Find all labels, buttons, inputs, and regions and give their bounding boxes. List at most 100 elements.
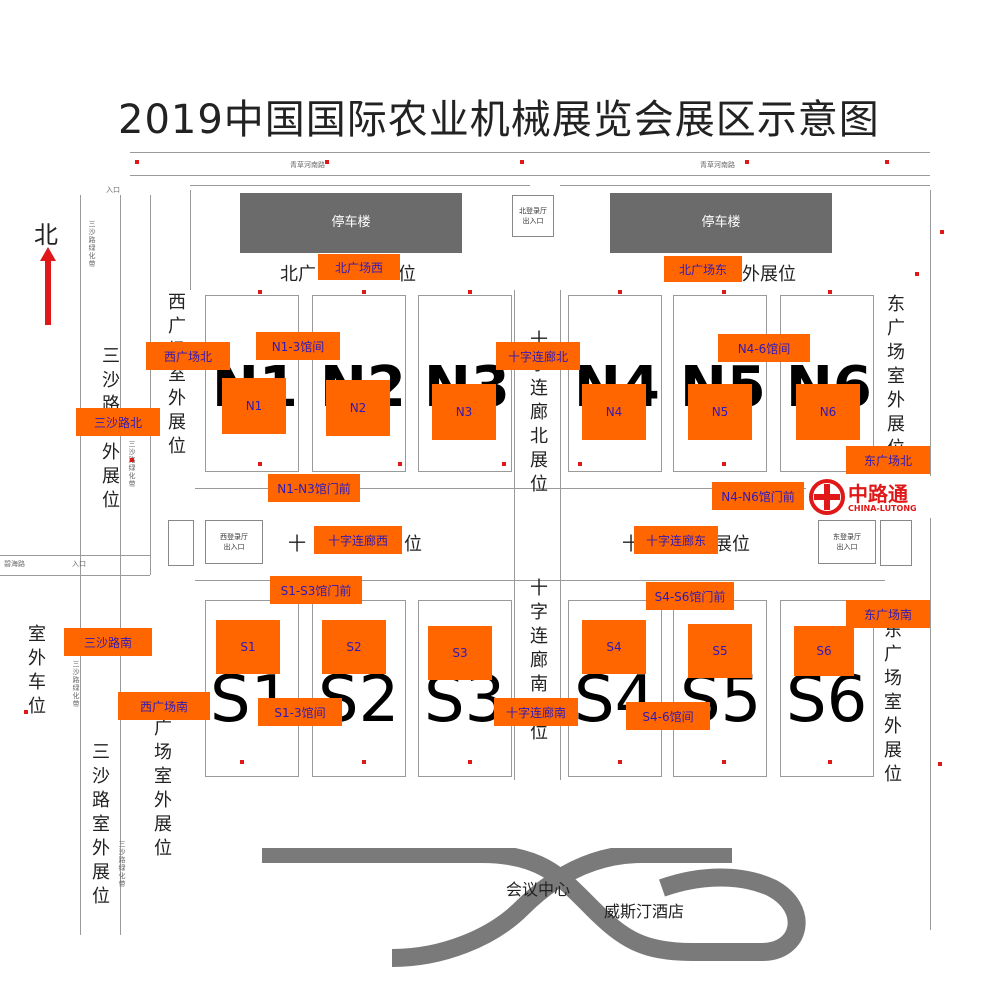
- west-gate-line1: 西登录厅: [220, 533, 248, 541]
- bottom-road-curve: [262, 848, 806, 967]
- marker: [722, 462, 726, 466]
- hall-n4-outline: [568, 295, 662, 472]
- north-gate: 北登录厅 出入口: [512, 195, 554, 237]
- logo-mark-icon: [809, 479, 845, 515]
- site-top-boundary-right: [560, 185, 930, 186]
- top-road-label: 青草河南路: [290, 161, 325, 169]
- marker: [502, 462, 506, 466]
- marker: [258, 462, 262, 466]
- label-s1-3-guanjian[interactable]: S1-3馆间: [258, 698, 342, 726]
- label-n5[interactable]: N5: [688, 384, 752, 440]
- marker: [468, 760, 472, 764]
- marker: [578, 462, 582, 466]
- parking-building-left: 停车楼: [240, 193, 462, 253]
- north-arrow-icon: [40, 247, 56, 325]
- label-s5[interactable]: S5: [688, 624, 752, 678]
- label-n4-6-guanjian[interactable]: N4-6馆间: [718, 334, 810, 362]
- sansha-outdoor-lower-label: 三沙路室外展位: [89, 742, 110, 910]
- marker: [940, 230, 944, 234]
- top-road-label-right: 青草河南路: [700, 161, 735, 169]
- left-road-greenbelt: 三沙路绿化带: [88, 220, 96, 268]
- label-bei-guangchang-dong[interactable]: 北广场东: [664, 256, 742, 282]
- marker: [745, 160, 749, 164]
- west-road-label: 碧海路: [4, 560, 25, 568]
- left-road-greenbelt-lower: 三沙路绿化带: [128, 440, 136, 488]
- label-xi-guangchang-bei[interactable]: 西广场北: [146, 342, 230, 370]
- cross-corridor-vertical-left: [514, 290, 515, 780]
- cross-corridor-vertical-right: [560, 290, 561, 780]
- north-outdoor-left-tail: 位: [398, 264, 416, 285]
- label-s4[interactable]: S4: [582, 620, 646, 674]
- label-n4[interactable]: N4: [582, 384, 646, 440]
- north-gate-line2: 出入口: [522, 217, 544, 225]
- east-gate: 东登录厅 出入口: [818, 520, 876, 564]
- west-gate-line2: 出入口: [223, 543, 245, 551]
- north-gate-line1: 北登录厅: [519, 207, 547, 215]
- compass: 北: [30, 215, 66, 325]
- hall-n6-outline: [780, 295, 874, 472]
- left-road-line-3: [150, 195, 151, 575]
- marker: [915, 272, 919, 276]
- hall-n3-outline: [418, 295, 512, 472]
- label-n3[interactable]: N3: [432, 384, 496, 440]
- site-top-boundary: [190, 185, 530, 186]
- hotel-label: 威斯汀酒店: [604, 902, 685, 921]
- label-s1[interactable]: S1: [216, 620, 280, 674]
- east-plaza-outdoor-label: 东广场室外展位: [884, 294, 905, 462]
- cross-corridor-west-tail: 位: [404, 534, 422, 555]
- marker: [828, 760, 832, 764]
- marker: [618, 290, 622, 294]
- label-n1[interactable]: N1: [222, 378, 286, 434]
- entrance-top-label: 入口: [106, 186, 120, 194]
- left-road-line-2: [120, 195, 121, 935]
- label-sansha-lu-nan[interactable]: 三沙路南: [64, 628, 152, 656]
- east-gate-line2: 出入口: [836, 543, 858, 551]
- label-dong-guangchang-bei[interactable]: 东广场北: [846, 446, 930, 474]
- hall-n5-outline: [673, 295, 767, 472]
- left-road-greenbelt-bottom: 三沙路绿化带: [72, 660, 80, 708]
- west-plaza-south-label: 西广场室外展位: [151, 694, 172, 862]
- marker: [722, 290, 726, 294]
- marker: [885, 160, 889, 164]
- label-n1-3-guanjian[interactable]: N1-3馆间: [256, 332, 340, 360]
- label-shizi-lianlang-bei[interactable]: 十字连廊北: [496, 342, 580, 370]
- cross-corridor-horizontal-bottom: [195, 580, 885, 581]
- marker: [398, 462, 402, 466]
- label-sansha-lu-bei[interactable]: 三沙路北: [76, 408, 160, 436]
- site-right-boundary: [930, 190, 931, 930]
- label-shizi-lianlang-nan[interactable]: 十字连廊南: [494, 698, 578, 726]
- label-s4-s6-guanmenqian[interactable]: S4-S6馆门前: [646, 582, 734, 610]
- top-road-line-1: [130, 152, 930, 153]
- north-outdoor-left-head: 北广: [280, 264, 316, 285]
- label-s1-s3-guanmenqian[interactable]: S1-S3馆门前: [270, 576, 362, 604]
- marker: [24, 710, 28, 714]
- marker: [468, 290, 472, 294]
- parking-building-right: 停车楼: [610, 193, 832, 253]
- label-bei-guangchang-xi[interactable]: 北广场西: [318, 254, 400, 280]
- label-dong-guangchang-nan[interactable]: 东广场南: [846, 600, 930, 628]
- west-gate: 西登录厅 出入口: [205, 520, 263, 564]
- east-kiosk: [880, 520, 912, 566]
- label-s3[interactable]: S3: [428, 626, 492, 680]
- label-n4-n6-guanmenqian[interactable]: N4-N6馆门前: [712, 482, 804, 510]
- label-s6[interactable]: S6: [794, 626, 854, 676]
- east-plaza-south-label: 东广场室外展位: [881, 620, 902, 788]
- label-n2[interactable]: N2: [326, 380, 390, 436]
- cross-corridor-north-label: 十字连廊北展位: [527, 330, 548, 498]
- marker: [618, 760, 622, 764]
- label-shizi-lianlang-dong[interactable]: 十字连廊东: [634, 526, 718, 554]
- marker: [325, 160, 329, 164]
- label-n6[interactable]: N6: [796, 384, 860, 440]
- label-shizi-lianlang-xi[interactable]: 十字连廊西: [314, 526, 402, 554]
- west-kiosk: [168, 520, 194, 566]
- marker: [722, 760, 726, 764]
- west-road-line-2: [0, 575, 150, 576]
- label-s2[interactable]: S2: [322, 620, 386, 674]
- marker: [240, 760, 244, 764]
- label-s4-6-guanjian[interactable]: S4-6馆间: [626, 702, 710, 730]
- page-title: 2019中国国际农业机械展览会展区示意图: [118, 97, 880, 143]
- top-road-line-2: [130, 175, 930, 176]
- marker: [258, 290, 262, 294]
- label-xi-guangchang-nan[interactable]: 西广场南: [118, 692, 210, 720]
- label-n1-n3-guanmenqian[interactable]: N1-N3馆门前: [268, 474, 360, 502]
